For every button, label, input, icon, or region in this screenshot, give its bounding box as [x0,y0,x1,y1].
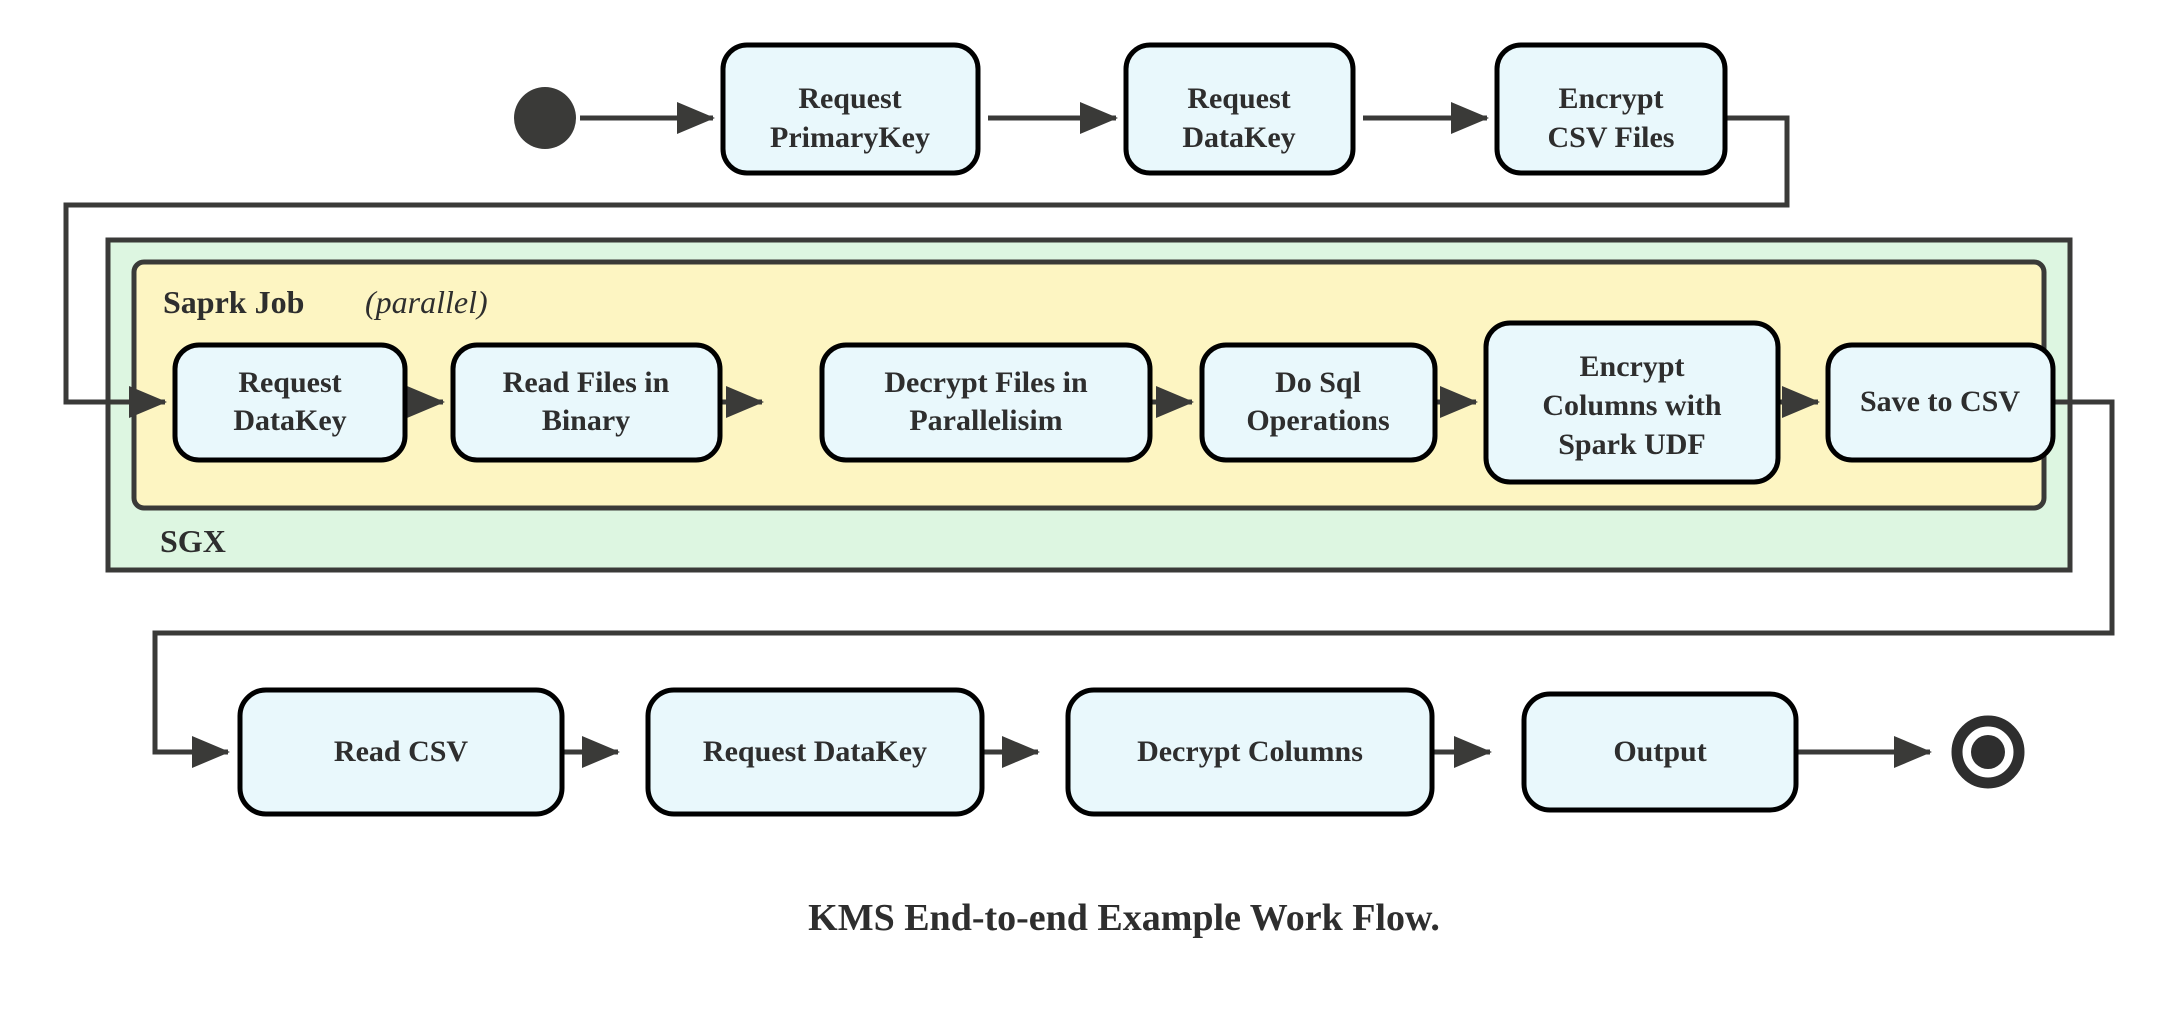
node-encrypt-columns-with-spark-udf-box[interactable] [1483,320,1781,485]
node-decrypt-columns-box[interactable] [1065,687,1435,817]
spark-job-parallel-label: (parallel) [365,284,488,320]
node-decrypt-files-line-0: Decrypt Files in [884,366,1088,399]
node-read-files-in-binary-box[interactable] [450,342,723,463]
diagram-caption: KMS End-to-end Example Work Flow. [808,897,1440,939]
node-decrypt-files-line-1: Parallelisim [909,404,1062,437]
node-output-box[interactable] [1521,691,1799,813]
node-encrypt-csv-files[interactable]: Encrypt CSV Files [1494,42,1728,176]
node-read-files-in-binary-line-1: Binary [542,404,630,437]
node-request-datakey-spark-line-0: Request [238,366,341,399]
node-decrypt-columns-line-0: Decrypt Columns [1137,735,1363,768]
node-request-datakey-spark[interactable]: Request DataKey [172,342,408,463]
node-decrypt-columns[interactable]: Decrypt Columns [1065,687,1435,817]
node-encrypt-columns-with-spark-udf[interactable]: Encrypt Columns with Spark UDF [1483,320,1781,485]
node-encrypt-columns-line-0: Encrypt [1580,350,1685,383]
node-encrypt-csv-files-line-0: Encrypt [1559,82,1664,115]
node-request-datakey-top-line-0: Request [1187,82,1290,115]
node-encrypt-csv-files-box[interactable] [1494,42,1728,176]
connector-save-csv-to-read-csv [152,399,2115,768]
node-request-datakey-bottom-line-0: Request DataKey [703,735,927,768]
node-decrypt-files-in-parallelisim[interactable]: Decrypt Files in Parallelisim [819,342,1153,463]
node-do-sql-operations-line-1: Operations [1246,404,1389,437]
node-output-line-0: Output [1613,735,1706,768]
node-request-datakey-bottom[interactable]: Request DataKey [645,687,985,817]
node-request-primarykey-line-0: Request [798,82,901,115]
node-do-sql-operations-box[interactable] [1199,342,1438,463]
node-read-files-in-binary-line-0: Read Files in [503,366,670,399]
node-request-datakey-bottom-box[interactable] [645,687,985,817]
node-request-datakey-top[interactable]: Request DataKey [1123,42,1356,176]
node-request-primarykey[interactable]: Request PrimaryKey [720,42,981,176]
start-node [514,87,576,149]
node-read-csv[interactable]: Read CSV [237,687,565,817]
node-output[interactable]: Output [1521,691,1799,813]
node-request-datakey-top-box[interactable] [1123,42,1356,176]
node-request-datakey-spark-box[interactable] [172,342,408,463]
sgx-label: SGX [160,523,226,559]
node-request-datakey-spark-line-1: DataKey [233,404,346,437]
node-do-sql-operations-line-0: Do Sql [1275,366,1361,399]
node-save-to-csv[interactable]: Save to CSV [1825,342,2056,463]
spark-job-label: Saprk Job [163,284,304,320]
node-save-to-csv-line-0: Save to CSV [1860,385,2020,418]
end-node-ring [1951,715,2025,789]
node-encrypt-columns-line-1: Columns with [1542,389,1722,422]
node-read-csv-box[interactable] [237,687,565,817]
connector-encrypt-csv-to-spark-datakey [63,115,1790,418]
node-read-files-in-binary[interactable]: Read Files in Binary [450,342,723,463]
end-node-dot [1971,735,2005,769]
node-request-datakey-top-line-1: DataKey [1182,121,1295,154]
node-decrypt-files-in-parallelisim-box[interactable] [819,342,1153,463]
node-encrypt-csv-files-line-1: CSV Files [1548,121,1675,154]
node-encrypt-columns-line-2: Spark UDF [1558,428,1706,461]
node-do-sql-operations[interactable]: Do Sql Operations [1199,342,1438,463]
node-read-csv-line-0: Read CSV [334,735,469,768]
end-node [1951,715,2025,789]
node-request-primarykey-line-1: PrimaryKey [770,121,930,154]
node-request-primarykey-box[interactable] [720,42,981,176]
node-save-to-csv-box[interactable] [1825,342,2056,463]
